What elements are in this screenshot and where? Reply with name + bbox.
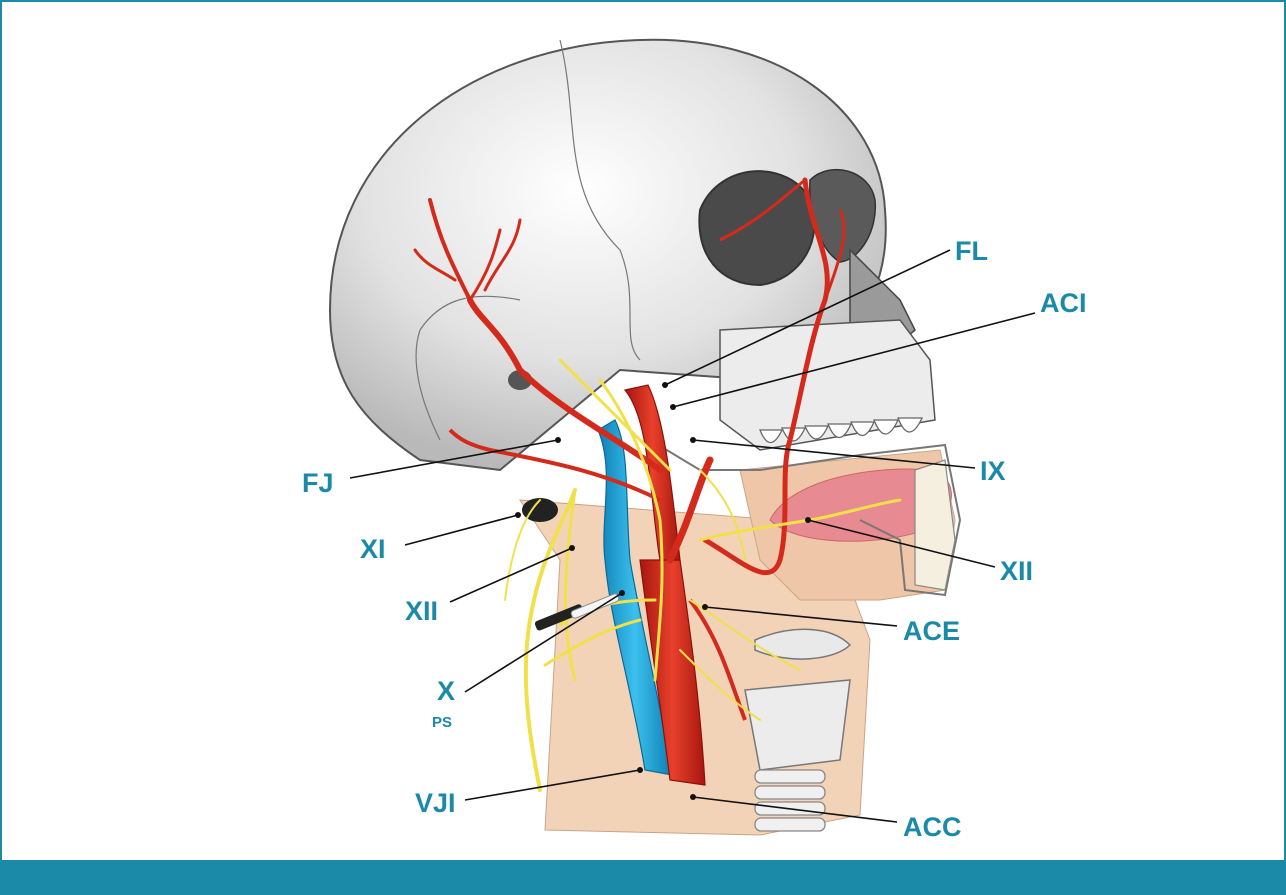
label-ix: IX (980, 456, 1006, 486)
larynx (745, 680, 850, 770)
label-ace: ACE (903, 616, 960, 646)
label-acc: ACC (903, 812, 962, 842)
label-xii-left: XII (405, 596, 438, 626)
label-xi: XI (360, 534, 386, 564)
skull-maxilla (720, 320, 935, 450)
label-x: X (437, 676, 455, 706)
label-fj: FJ (302, 468, 334, 498)
label-xii-right: XII (1000, 556, 1033, 586)
mandible-symphysis (915, 460, 955, 590)
label-aci: ACI (1040, 288, 1087, 318)
label-ps: PS (432, 714, 452, 731)
label-vji: VJI (415, 788, 456, 818)
label-fl: FL (955, 236, 988, 266)
